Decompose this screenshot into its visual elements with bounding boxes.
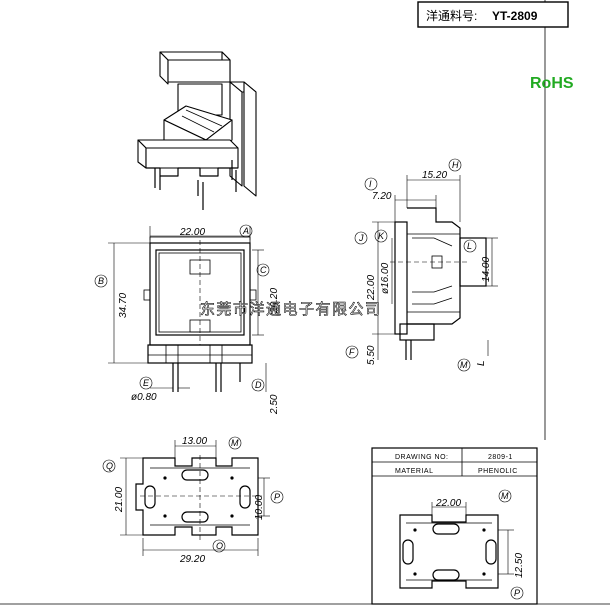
dim-side-pin-len: 5.50: [366, 345, 377, 365]
marker-i: I: [369, 179, 372, 189]
marker-e: E: [143, 378, 150, 388]
marker-h: H: [452, 160, 459, 170]
dim-side-top2: 7.20: [372, 191, 392, 202]
marker-m-pcb: M: [501, 491, 509, 501]
marker-b: B: [98, 276, 104, 286]
marker-o: O: [216, 541, 223, 551]
dim-bottom-width: 29.20: [179, 554, 205, 565]
dim-side-height: 22.00: [366, 275, 377, 301]
part-number-value: YT-2809: [492, 9, 538, 23]
dim-bottom-right-height: 10.00: [254, 495, 265, 520]
pcb-view: 22.00 12.50 M P: [399, 489, 525, 600]
bottom-view: 13.00 21.00 10.00 29.20 M Q P O: [102, 436, 284, 565]
dim-front-height: 34.70: [118, 293, 129, 318]
marker-d: D: [255, 380, 262, 390]
dim-side-core-dia: ø16.00: [380, 262, 391, 294]
dim-bottom-top-width: 13.00: [182, 436, 207, 447]
drawing-no-value: 2809-1: [488, 454, 513, 461]
marker-k: K: [378, 231, 385, 241]
drawing-no-label: DRAWING NO:: [395, 454, 448, 461]
isometric-view: [137, 51, 257, 210]
dim-side-top1: 15.20: [422, 170, 447, 181]
dim-side-l: L: [476, 360, 487, 366]
dim-front-inner-height: 20.20: [269, 288, 280, 314]
part-number-box: 洋通料号: YT-2809: [417, 1, 569, 28]
part-number-label: 洋通料号:: [426, 8, 477, 23]
marker-q: Q: [106, 461, 113, 471]
marker-p-pcb: P: [514, 588, 520, 598]
marker-p-bottom: P: [274, 492, 280, 502]
dim-pcb-top-width: 22.00: [435, 498, 461, 509]
marker-c: C: [260, 265, 267, 275]
rohs-mark: RoHS: [530, 75, 574, 92]
marker-j: J: [358, 233, 364, 243]
dim-pcb-right-height: 12.50: [514, 553, 525, 578]
company-watermark: 东莞市洋通电子有限公司: [200, 301, 382, 318]
material-label: MATERIAL: [395, 468, 434, 475]
front-view: 22.00 34.70 20.20 2.50 ø0.80 A B C D E: [94, 224, 280, 415]
dim-front-pin-length: 2.50: [269, 394, 280, 415]
drawing-table: DRAWING NO: 2809-1 MATERIAL PHENOLIC: [371, 447, 538, 605]
dim-front-top-width: 22.00: [179, 227, 205, 238]
marker-f: F: [349, 347, 355, 357]
dim-front-pin-diameter: ø0.80: [131, 392, 157, 403]
material-value: PHENOLIC: [478, 468, 518, 475]
marker-m-side: M: [460, 360, 468, 370]
marker-l: L: [467, 241, 472, 251]
marker-a: A: [242, 226, 249, 236]
side-view: 15.20 7.20 22.00 ø16.00 14.00 5.50 L H I…: [345, 158, 498, 372]
dim-bottom-left-height: 21.00: [114, 487, 125, 513]
marker-m-bottom: M: [231, 438, 239, 448]
dim-side-right-h: 14.00: [481, 257, 492, 282]
